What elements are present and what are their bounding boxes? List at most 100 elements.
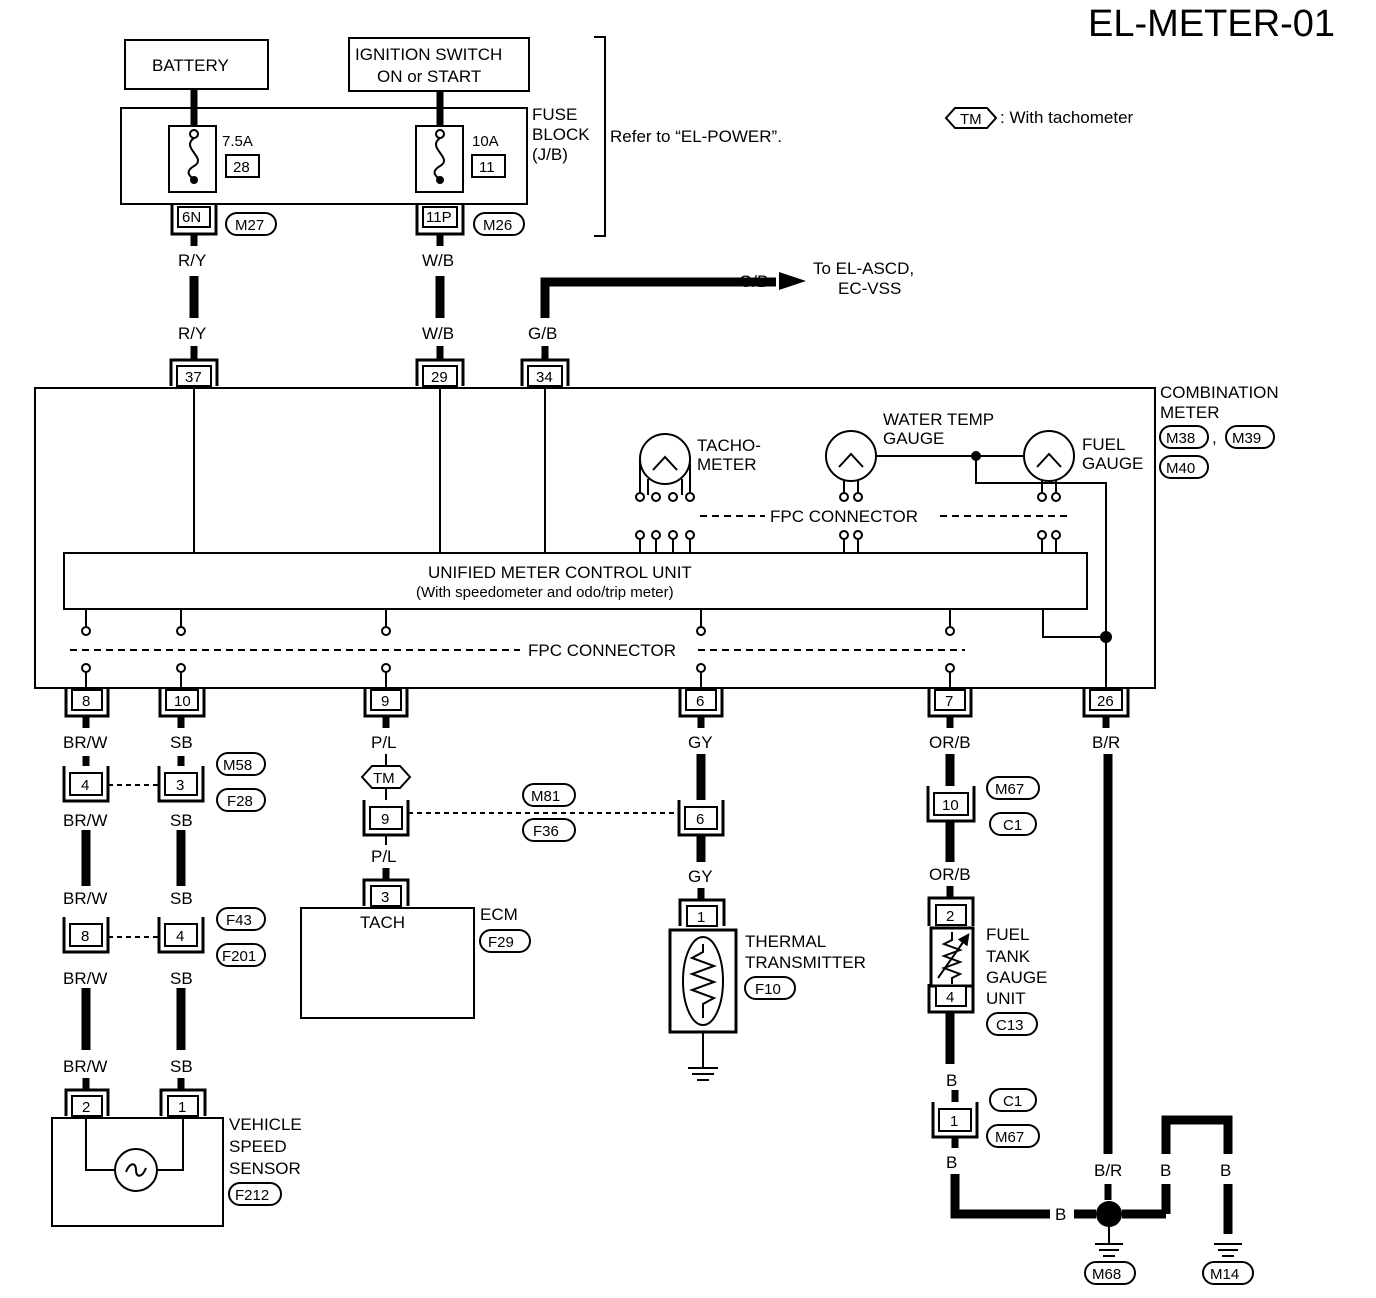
- legend-symbol: TM: [960, 111, 982, 128]
- connector-c13-label: C13: [996, 1017, 1024, 1034]
- gauge-ground-wire: [975, 456, 1107, 638]
- ecm-tach-label: TACH: [360, 913, 405, 932]
- fuel-tank-label-1: FUEL: [986, 925, 1029, 944]
- water-temp-label-1: WATER TEMP: [883, 410, 994, 429]
- ecm-module: 3 TACH: [300, 878, 475, 1019]
- fuse-block-ref: Refer to “EL-POWER”.: [610, 127, 782, 146]
- pin-29-label: 29: [431, 369, 448, 386]
- vss-label-3: SENSOR: [229, 1159, 301, 1178]
- wire-label-b-3: B: [1055, 1205, 1066, 1224]
- connector-c13-pill: [986, 1012, 1038, 1036]
- wire-label-gy-1: GY: [688, 733, 713, 752]
- wire-label-b-5: B: [1220, 1161, 1231, 1180]
- pin-34-label: 34: [536, 369, 553, 386]
- ecm-label: ECM: [480, 905, 518, 924]
- connector-m14-label: M14: [1210, 1266, 1239, 1283]
- connector-m67-pill-1: [986, 776, 1040, 800]
- connector-4-f201-label: 4: [176, 928, 184, 945]
- fpc-lower-leads-out: [85, 672, 951, 688]
- connector-f28-pill: [216, 788, 266, 812]
- connector-3-f28-label: 3: [176, 777, 184, 794]
- comma-separator: ,: [1212, 428, 1217, 447]
- connector-3-f28: 3: [157, 766, 205, 803]
- ecm-pin-3: 3: [381, 889, 389, 906]
- fpc-lower-leads: [85, 609, 951, 627]
- wire-label-gy-2: GY: [688, 867, 713, 886]
- fuse-rating-2: 10A: [472, 133, 499, 150]
- arrow-to-ascd: [779, 272, 806, 290]
- connector-f43-label: F43: [226, 912, 252, 929]
- pin-26-label: 26: [1097, 693, 1114, 710]
- thermal-label-2: TRANSMITTER: [745, 953, 866, 972]
- fuel-tank-label-4: UNIT: [986, 989, 1026, 1008]
- connector-m26-label: M26: [483, 217, 512, 234]
- combination-meter-box: [34, 387, 1156, 689]
- pin-7: 7: [927, 688, 973, 718]
- connector-m38-pill: [1159, 425, 1209, 449]
- connector-m67-pill-2: [986, 1124, 1040, 1148]
- tm-marker-label: TM: [373, 770, 395, 787]
- wire-label-sb-1: SB: [170, 733, 193, 752]
- ignition-label-1: IGNITION SWITCH: [355, 45, 502, 64]
- fuse-block: 7.5A 28 10A 11: [120, 90, 528, 205]
- pin-8-label: 8: [82, 693, 90, 710]
- ignition-label-2: ON or START: [377, 67, 481, 86]
- connector-8-f43-label: 8: [81, 928, 89, 945]
- fuel-gauge: [1023, 430, 1075, 502]
- connector-m26-pill: [473, 212, 525, 236]
- fuel-gauge-label-2: GAUGE: [1082, 454, 1143, 473]
- fpc-lower-terminals-top: [81, 626, 955, 636]
- legend-text: : With tachometer: [1000, 108, 1134, 127]
- fuel-tank-label-3: GAUGE: [986, 968, 1047, 987]
- connector-f29-pill: [479, 929, 531, 953]
- connector-m40-pill: [1159, 455, 1209, 479]
- fuel-unit-pin-2: 2: [946, 908, 954, 925]
- wire-label-sb-4: SB: [170, 969, 193, 988]
- wire-label-sb-2: SB: [170, 811, 193, 830]
- pin-34: 34: [520, 358, 570, 387]
- fuse-number-2: 11: [479, 159, 495, 176]
- pin-8: 8: [64, 688, 110, 718]
- connector-f28-label: F28: [227, 793, 253, 810]
- meter-label-2: METER: [1160, 403, 1220, 422]
- umcu-label-2: (With speedometer and odo/trip meter): [416, 584, 674, 601]
- connector-6-f36-label: 6: [696, 811, 704, 828]
- connector-9-m81-label: 9: [381, 811, 389, 828]
- pin-6-label: 6: [696, 693, 704, 710]
- thermal-label-1: THERMAL: [745, 932, 826, 951]
- fuse-block-label-3: (J/B): [532, 145, 568, 164]
- tm-marker: [360, 765, 412, 789]
- connector-m38-label: M38: [1166, 430, 1195, 447]
- pin-10: 10: [158, 688, 206, 718]
- fuse-block-bracket: [594, 36, 606, 237]
- pin-9-label: 9: [381, 693, 389, 710]
- wire-gb: [540, 277, 776, 318]
- tacho-label-2: METER: [697, 455, 757, 474]
- fuse-rating-1: 7.5A: [222, 133, 253, 150]
- connector-1-c1: 1: [931, 1102, 979, 1139]
- fuel-tank-label-2: TANK: [986, 947, 1031, 966]
- fpc-label-lower: FPC CONNECTOR: [528, 641, 676, 660]
- pin-37-label: 37: [185, 369, 202, 386]
- wire-label-orb-1: OR/B: [929, 733, 971, 752]
- connector-m81-label: M81: [531, 788, 560, 805]
- connector-1-c1-label: 1: [950, 1113, 958, 1130]
- connector-c1-label-1: C1: [1003, 817, 1022, 834]
- meter-label-1: COMBINATION: [1160, 383, 1279, 402]
- water-temp-label-2: GAUGE: [883, 429, 944, 448]
- connector-f201-pill: [216, 943, 266, 967]
- connector-f201-label: F201: [222, 948, 256, 965]
- pin-7-label: 7: [945, 693, 953, 710]
- connector-f212-label: F212: [235, 1187, 269, 1204]
- pin-26: 26: [1082, 688, 1130, 718]
- vss-pin-2: 2: [82, 1099, 90, 1116]
- connector-f10-label: F10: [755, 981, 781, 998]
- connector-m68-pill: [1084, 1261, 1136, 1285]
- connector-10-m67-label: 10: [942, 797, 959, 814]
- connector-f212-pill: [228, 1182, 282, 1206]
- wire-label-b-1: B: [946, 1071, 957, 1090]
- wire-label-brw-4: BR/W: [63, 969, 107, 988]
- umcu-label-1: UNIFIED METER CONTROL UNIT: [428, 563, 692, 582]
- thermal-transmitter: 1: [668, 898, 738, 1081]
- wire-label-gb-1: G/B: [739, 272, 768, 291]
